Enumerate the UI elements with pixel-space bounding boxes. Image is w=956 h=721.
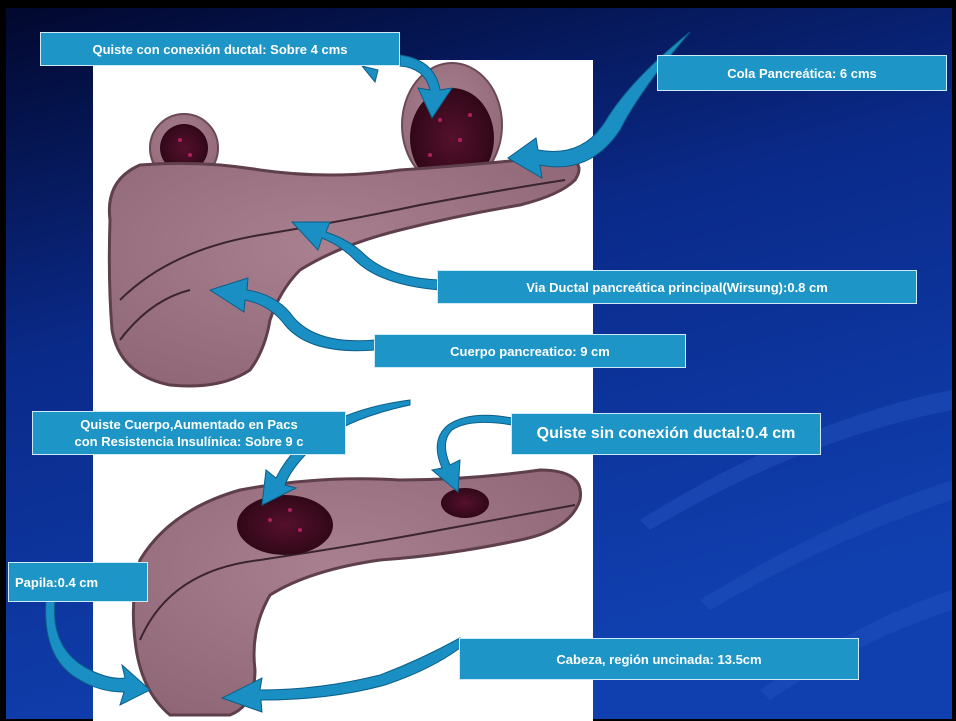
label-quiste-cuerpo-line1: Quiste Cuerpo,Aumentado en Pacs bbox=[80, 416, 297, 433]
body-cyst bbox=[237, 495, 333, 555]
label-cabeza: Cabeza, región uncinada: 13.5cm bbox=[459, 638, 859, 680]
label-quiste-con-conexion: Quiste con conexión ductal: Sobre 4 cms bbox=[40, 32, 400, 66]
label-papila: Papila:0.4 cm bbox=[8, 562, 148, 602]
label-cola-pancreatica: Cola Pancreática: 6 cms bbox=[657, 55, 947, 91]
label-quiste-cuerpo: Quiste Cuerpo,Aumentado en Pacs con Resi… bbox=[32, 411, 346, 455]
label-via-ductal: Via Ductal pancreática principal(Wirsung… bbox=[437, 270, 917, 304]
label-quiste-cuerpo-line2: con Resistencia Insulínica: Sobre 9 c bbox=[74, 433, 303, 450]
label-cuerpo-pancreatico: Cuerpo pancreatico: 9 cm bbox=[374, 334, 686, 368]
small-cyst-bottom bbox=[441, 488, 489, 518]
label-quiste-sin-conexion: Quiste sin conexión ductal:0.4 cm bbox=[511, 413, 821, 455]
